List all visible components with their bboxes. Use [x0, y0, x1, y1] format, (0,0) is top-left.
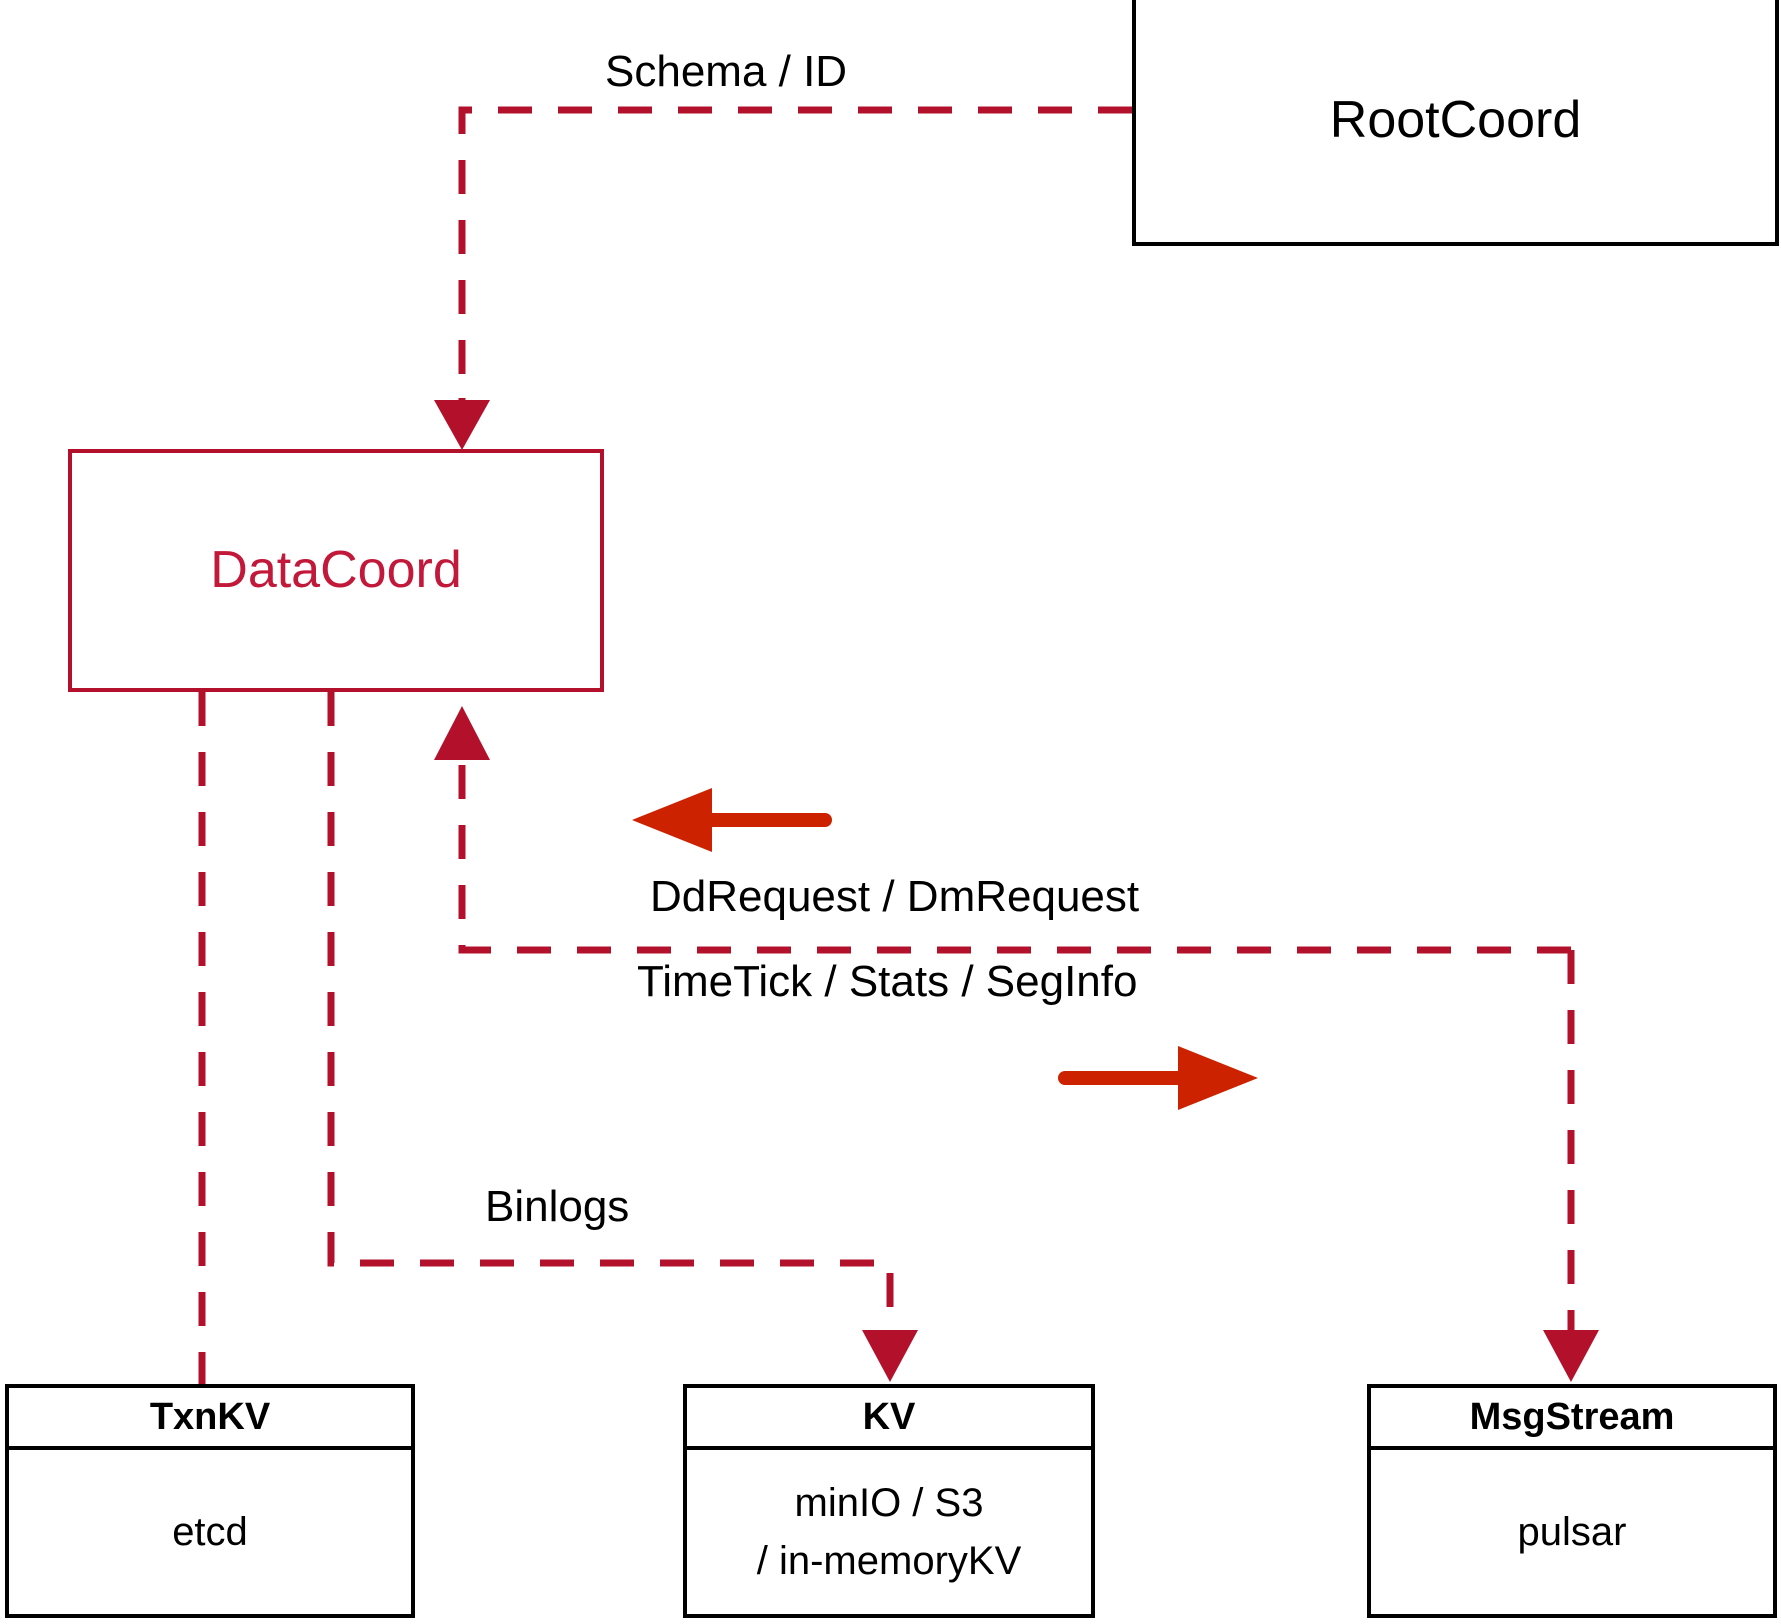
- node-txnkv-header-label: TxnKV: [149, 1396, 271, 1438]
- edge-msgstream-to-datacoord: [434, 706, 1571, 954]
- node-msgstream-header-label: MsgStream: [1469, 1396, 1675, 1438]
- node-txnkv-header: TxnKV: [9, 1388, 411, 1450]
- node-datacoord-label: DataCoord: [210, 540, 462, 599]
- node-kv-body-line-2: / in-memoryKV: [756, 1539, 1022, 1583]
- node-msgstream-body-line-1: pulsar: [1517, 1510, 1627, 1554]
- node-kv-body-line-1: minIO / S3: [794, 1481, 984, 1525]
- node-msgstream-body: pulsar: [1371, 1450, 1773, 1614]
- edge-label-dd-dm-request: DdRequest / DmRequest: [650, 872, 1140, 921]
- node-kv[interactable]: KV minIO / S3 / in-memoryKV: [683, 1384, 1095, 1618]
- node-msgstream[interactable]: MsgStream pulsar: [1367, 1384, 1777, 1618]
- node-kv-body: minIO / S3 / in-memoryKV: [687, 1450, 1091, 1614]
- node-rootcoord-label: RootCoord: [1329, 91, 1582, 150]
- node-txnkv-body: etcd: [9, 1450, 411, 1614]
- inbound-flow-arrow-icon: [632, 788, 832, 852]
- edge-rootcoord-to-datacoord: [434, 106, 1132, 450]
- edge-datacoord-to-kv: [327, 692, 918, 1382]
- outbound-flow-arrow-icon: [1058, 1046, 1258, 1110]
- node-txnkv[interactable]: TxnKV etcd: [5, 1384, 415, 1618]
- node-datacoord[interactable]: DataCoord: [68, 449, 604, 692]
- edge-label-timetick-stats-seginfo: TimeTick / Stats / SegInfo: [637, 957, 1138, 1006]
- node-txnkv-body-line-1: etcd: [172, 1510, 248, 1554]
- edge-datacoord-to-msgstream: [1543, 950, 1599, 1382]
- node-kv-header: KV: [687, 1388, 1091, 1450]
- edge-label-schema-id: Schema / ID: [605, 47, 848, 96]
- node-rootcoord[interactable]: RootCoord: [1132, 0, 1779, 246]
- node-msgstream-header: MsgStream: [1371, 1388, 1773, 1450]
- edge-label-binlogs: Binlogs: [485, 1182, 630, 1231]
- node-kv-header-label: KV: [862, 1396, 916, 1438]
